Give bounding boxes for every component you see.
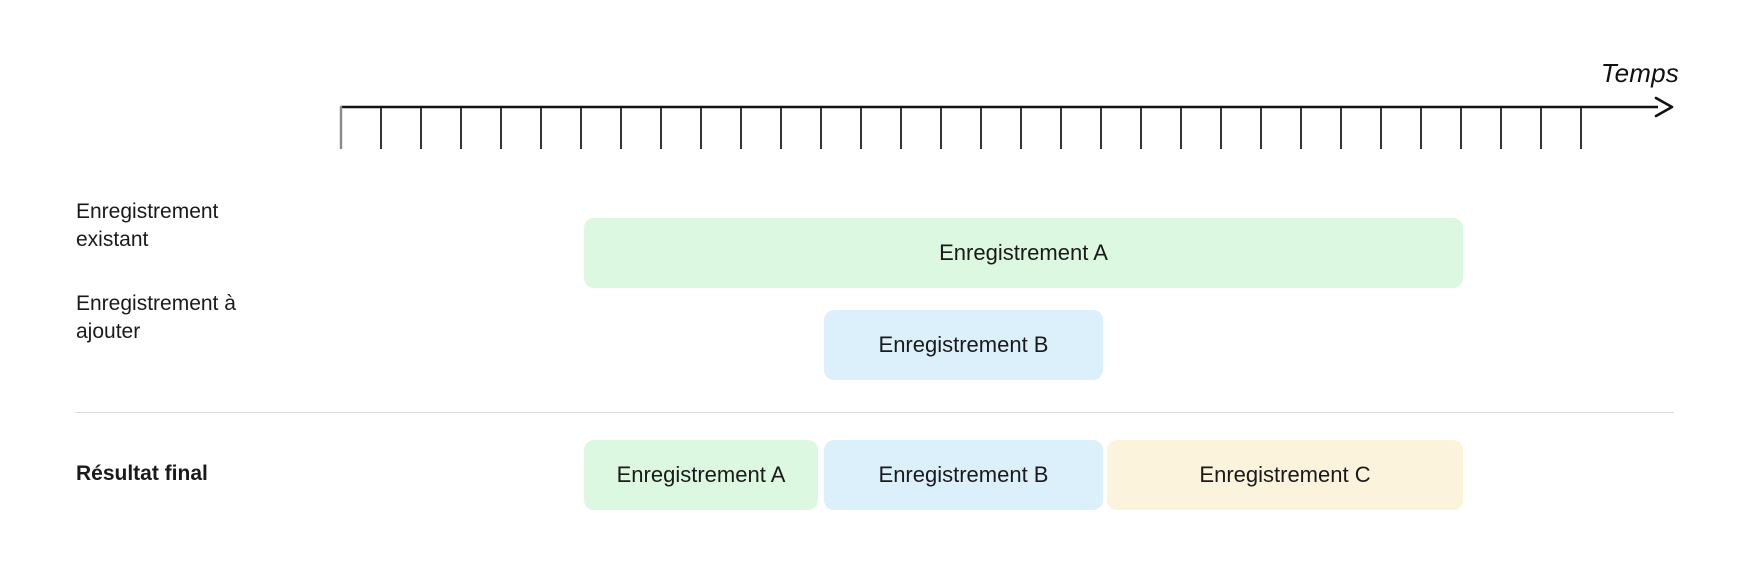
axis-label-temps: Temps (1600, 58, 1679, 88)
timeline-bar[interactable]: Enregistrement A (584, 218, 1463, 288)
row-label-3: Résultat final (76, 462, 208, 485)
timeline-bar[interactable]: Enregistrement B (824, 440, 1103, 510)
timeline-axis: Temps (0, 0, 1749, 175)
timeline-bar[interactable]: Enregistrement C (1107, 440, 1463, 510)
axis-ticks-svg (339, 96, 1674, 149)
row-label-2: Enregistrement à ajouter (76, 292, 236, 343)
section-separator (75, 412, 1674, 413)
timeline-bar[interactable]: Enregistrement B (824, 310, 1103, 380)
row-label-1: Enregistrement existant (76, 200, 219, 251)
timeline-bar[interactable]: Enregistrement A (584, 440, 818, 510)
